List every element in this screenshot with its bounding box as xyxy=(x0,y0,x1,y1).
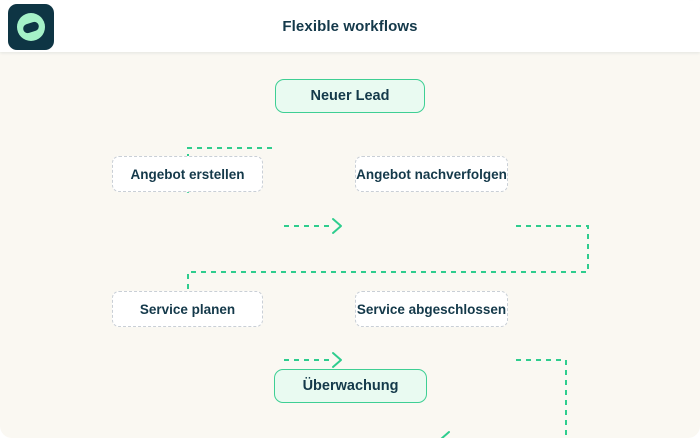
node-label: Service planen xyxy=(139,301,236,317)
app-header: Flexible workflows xyxy=(0,0,700,52)
connector-serviceplanen-to-serviceabgeschlossen xyxy=(284,352,342,368)
workflow-logo-icon xyxy=(17,13,45,41)
node-label: Service abgeschlossen xyxy=(356,301,507,317)
page-title: Flexible workflows xyxy=(282,17,418,35)
connector-angeboterstellen-to-angebotnachverfolgen xyxy=(284,218,342,234)
node-angebot-erstellen[interactable]: Angebot erstellen xyxy=(112,156,263,192)
node-angebot-nachverfolgen[interactable]: Angebot nachverfolgen xyxy=(355,156,508,192)
node-label: Angebot erstellen xyxy=(130,166,245,182)
connector-serviceabgeschlossen-to-ueberwachung xyxy=(440,359,567,438)
node-label: Angebot nachverfolgen xyxy=(356,166,507,182)
node-service-planen[interactable]: Service planen xyxy=(112,291,263,327)
workflow-canvas: Neuer Lead Angebot erstellen Angebot nac… xyxy=(0,52,700,438)
node-service-abgeschlossen[interactable]: Service abgeschlossen xyxy=(355,291,508,327)
logo-pill-shape xyxy=(22,20,40,34)
node-label: Neuer Lead xyxy=(310,88,390,104)
node-ueberwachung[interactable]: Überwachung xyxy=(274,369,427,403)
node-neuer-lead[interactable]: Neuer Lead xyxy=(275,79,425,113)
app-logo[interactable] xyxy=(8,4,54,50)
node-label: Überwachung xyxy=(302,378,399,394)
